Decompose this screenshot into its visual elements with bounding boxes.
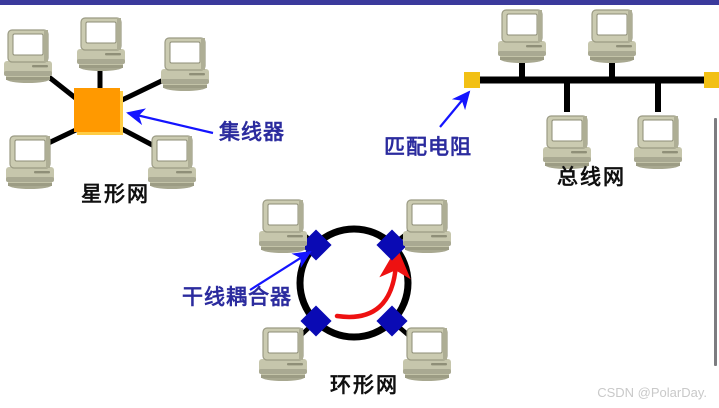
hub-device — [74, 88, 120, 132]
coupler-annotation-arrow — [249, 250, 312, 291]
hub-annotation-label: 集线器 — [219, 120, 285, 144]
ring-workstation-1 — [258, 199, 308, 254]
star-network-group — [3, 17, 214, 190]
bus-network-title: 总线网 — [557, 165, 626, 189]
hub-annotation-arrow — [126, 108, 214, 135]
ring-coupler-bottom-right — [376, 305, 408, 337]
bus-network-group — [439, 9, 719, 170]
ring-coupler-top-right — [376, 229, 408, 261]
ring-flow-arrow — [334, 246, 411, 320]
right-frame-line — [714, 118, 717, 366]
star-workstation-5 — [147, 135, 197, 190]
ring-workstation-3 — [258, 327, 308, 382]
terminator-annotation-arrow — [439, 90, 471, 128]
bus-terminator-right — [704, 72, 719, 88]
star-network-title: 星形网 — [81, 182, 150, 206]
bus-workstation-4 — [633, 115, 683, 170]
star-workstation-4 — [5, 135, 55, 190]
star-workstation-2 — [76, 17, 126, 72]
bus-workstation-1 — [497, 9, 547, 64]
ring-workstation-2 — [402, 199, 452, 254]
ring-workstation-4 — [402, 327, 452, 382]
bus-workstation-2 — [587, 9, 637, 64]
bus-terminator-left — [464, 72, 480, 88]
top-accent-bar — [0, 0, 719, 5]
ring-network-group — [249, 199, 452, 382]
star-workstation-1 — [3, 29, 53, 84]
watermark-text: CSDN @PolarDay. — [597, 385, 707, 400]
ring-coupler-bottom-left — [300, 305, 332, 337]
coupler-annotation-label: 干线耦合器 — [182, 285, 292, 309]
terminator-annotation-label: 匹配电阻 — [384, 135, 472, 159]
ring-network-title: 环形网 — [330, 373, 399, 397]
ring-trunk-circle — [296, 225, 412, 341]
star-workstation-3 — [160, 37, 210, 92]
